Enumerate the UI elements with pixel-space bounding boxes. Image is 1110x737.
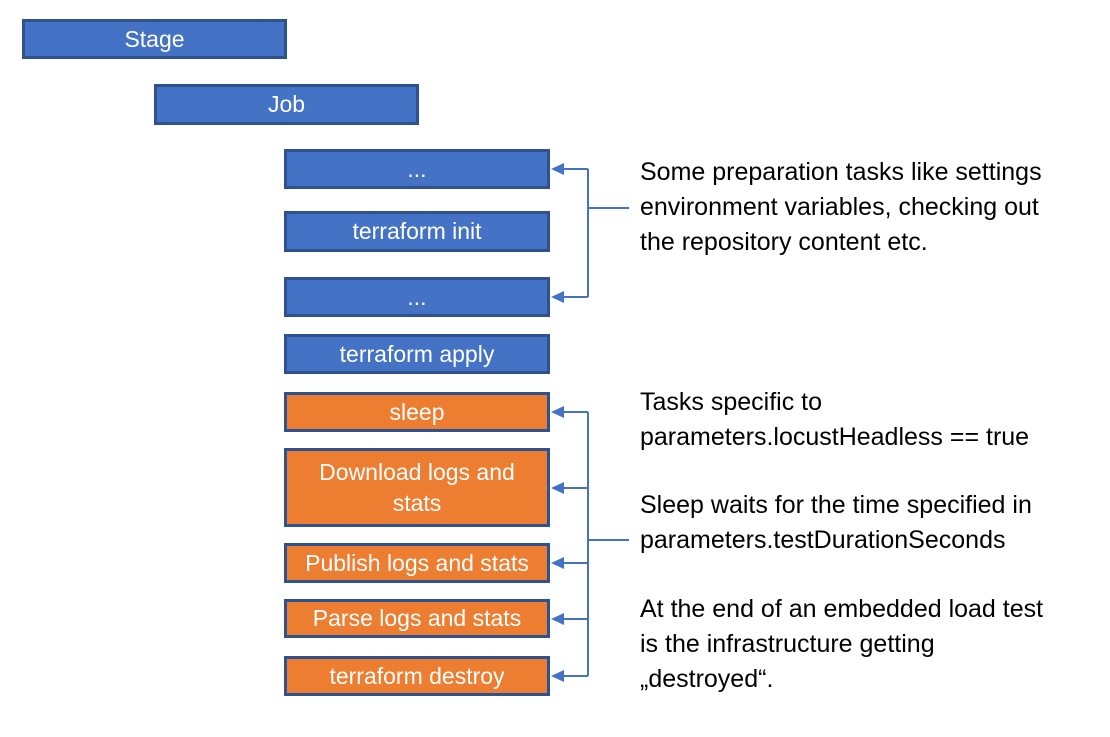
annotation-sleep-duration: Sleep waits for the time specified in pa… (640, 488, 1032, 558)
annotation-line: parameters.locustHeadless == true (640, 423, 1030, 451)
task-box-label: sleep (389, 398, 445, 425)
annotation-line: Some preparation tasks like settings (640, 158, 1042, 186)
annotation-line: parameters.testDurationSeconds (640, 526, 1006, 554)
task-box-publish-logs: Publish logs and stats (284, 543, 550, 583)
job-box: Job (154, 84, 419, 125)
annotation-line: Tasks specific to (640, 388, 823, 416)
arrowhead-left-icon (551, 163, 564, 175)
annotation-line: At the end of an embedded load test (640, 595, 1044, 623)
task-box-label: Download logs and stats (319, 458, 515, 516)
annotation-preparation-tasks: Some preparation tasks like settings env… (640, 155, 1042, 260)
task-box-label: Parse logs and stats (312, 605, 522, 631)
annotation-line: is the infrastructure getting (640, 630, 935, 658)
arrowhead-left-icon (551, 291, 564, 303)
task-box-sleep: sleep (284, 392, 550, 432)
arrowhead-left-icon (551, 613, 564, 625)
task-box-download-logs: Download logs and stats (284, 448, 550, 527)
annotation-line: the repository content etc. (640, 228, 928, 256)
task-box-label: terraform apply (339, 340, 495, 367)
annotation-line: „destroyed“. (640, 665, 774, 693)
task-box-ellipsis-top: ... (284, 149, 550, 189)
arrowhead-left-icon (551, 482, 564, 494)
annotation-line: Sleep waits for the time specified in (640, 491, 1032, 519)
task-box-label: terraform destroy (329, 662, 505, 689)
task-box-ellipsis-bottom: ... (284, 277, 550, 317)
annotation-line: environment variables, checking out (640, 193, 1039, 221)
arrowhead-left-icon (551, 670, 564, 682)
task-box-label: Publish logs and stats (305, 549, 529, 576)
annotation-headless-condition: Tasks specific to parameters.locustHeadl… (640, 385, 1029, 455)
arrowhead-left-icon (551, 406, 564, 418)
task-box-terraform-apply: terraform apply (284, 334, 550, 374)
annotation-destroy-infrastructure: At the end of an embedded load test is t… (640, 592, 1043, 697)
arrowhead-left-icon (551, 557, 564, 569)
stage-box-label: Stage (124, 25, 185, 52)
connector-group-preparation (551, 163, 629, 303)
connector-group-headless-tasks (551, 406, 629, 682)
task-box-terraform-init: terraform init (284, 211, 550, 252)
task-box-label: terraform init (352, 218, 482, 244)
job-box-label: Job (267, 91, 306, 117)
task-box-label: ... (407, 155, 427, 182)
task-box-terraform-destroy: terraform destroy (284, 656, 550, 696)
task-box-label: ... (407, 283, 427, 310)
task-box-parse-logs: Parse logs and stats (284, 599, 550, 638)
stage-box: Stage (22, 19, 287, 59)
